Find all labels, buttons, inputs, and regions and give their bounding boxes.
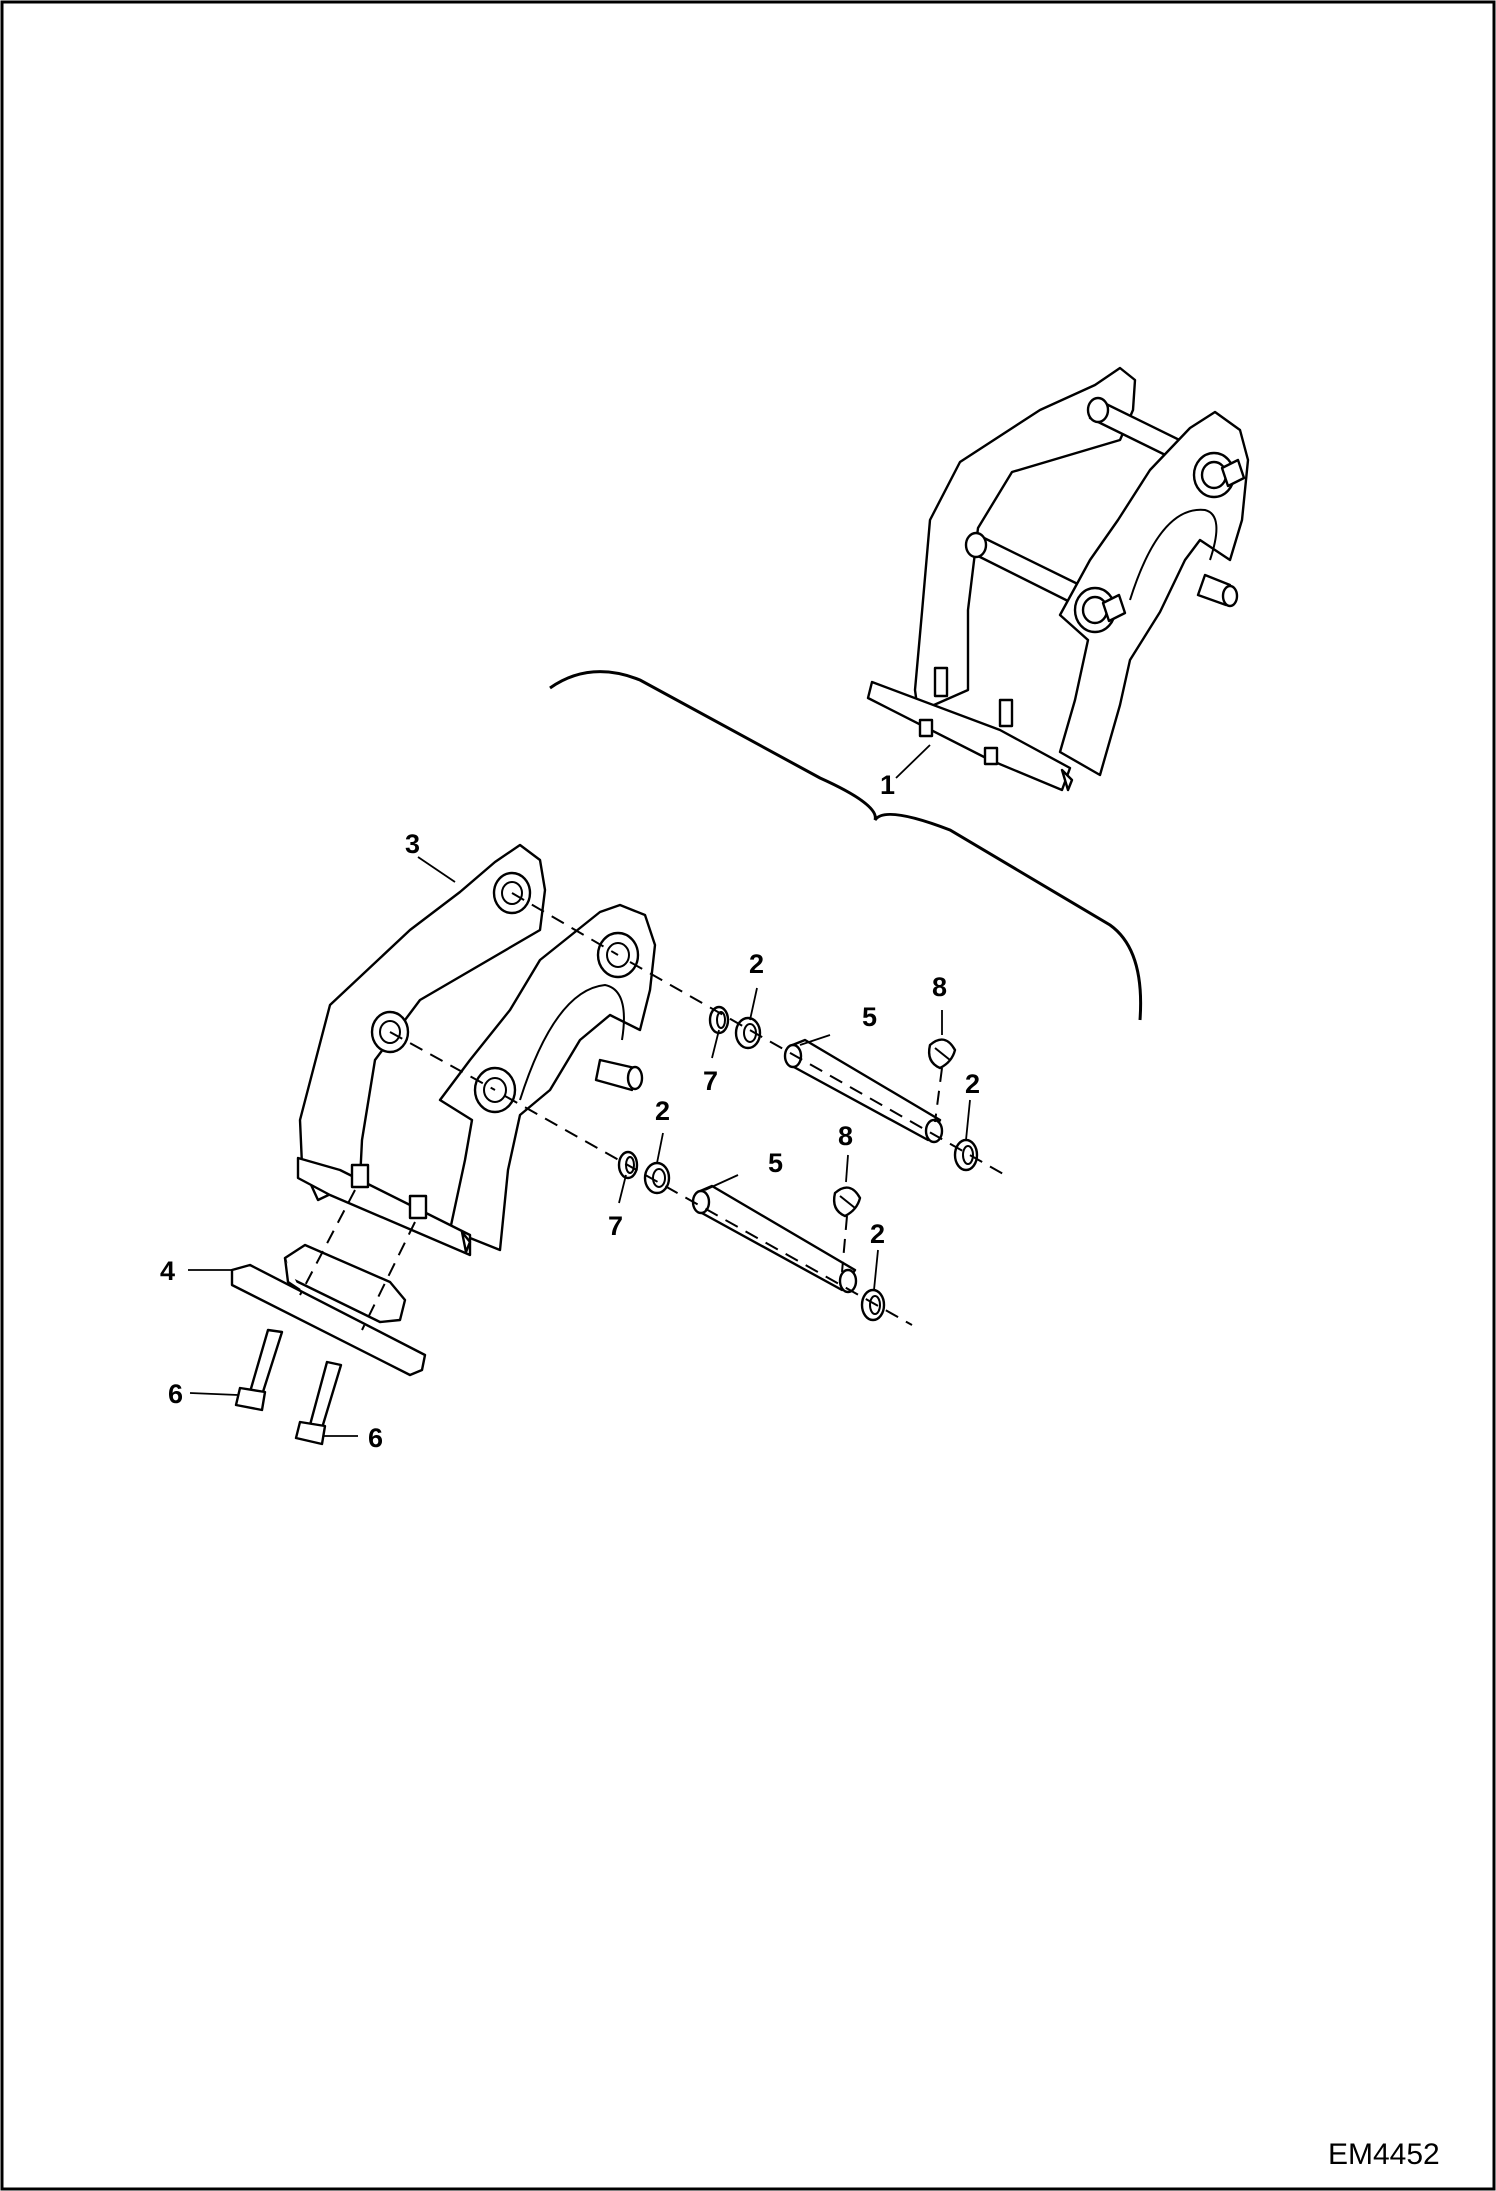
callout-8-lower: 8 xyxy=(838,1121,853,1151)
mount-bracket xyxy=(296,843,657,1257)
snap-ring-upper xyxy=(708,1005,730,1035)
pivot-pin-lower xyxy=(691,1184,858,1294)
callouts: 1 3 4 6 6 2 7 5 8 2 2 7 5 8 2 xyxy=(160,770,980,1453)
callout-4: 4 xyxy=(160,1256,175,1286)
drawing-code: EM4452 xyxy=(1328,2138,1440,2171)
callout-7-lower: 7 xyxy=(608,1211,623,1241)
bolt-left xyxy=(234,1328,284,1412)
callout-8-upper: 8 xyxy=(932,972,947,1002)
callout-3: 3 xyxy=(405,829,420,859)
callout-6-right: 6 xyxy=(368,1423,383,1453)
callout-7-upper: 7 xyxy=(703,1066,718,1096)
bolt-right xyxy=(294,1360,343,1446)
callout-1: 1 xyxy=(880,770,895,800)
center-lines xyxy=(299,892,1006,1331)
mount-assembly xyxy=(866,366,1250,792)
lock-clip-lower xyxy=(832,1186,862,1218)
base-plate xyxy=(230,1243,427,1377)
callout-2-upper-left: 2 xyxy=(749,949,764,979)
callout-2-lower-right: 2 xyxy=(870,1219,885,1249)
callout-2-lower-left: 2 xyxy=(655,1096,670,1126)
retaining-ring-lower-left xyxy=(643,1161,671,1195)
retaining-ring-upper-right xyxy=(953,1138,979,1172)
retaining-ring-lower-right xyxy=(860,1288,886,1322)
leader-lines xyxy=(188,744,971,1437)
assembly-brace xyxy=(549,670,1143,1021)
callout-6-left: 6 xyxy=(168,1379,183,1409)
lock-clip-upper xyxy=(927,1038,957,1070)
callout-5-lower: 5 xyxy=(768,1148,783,1178)
callout-5-upper: 5 xyxy=(862,1002,877,1032)
callout-2-upper-right: 2 xyxy=(965,1069,980,1099)
